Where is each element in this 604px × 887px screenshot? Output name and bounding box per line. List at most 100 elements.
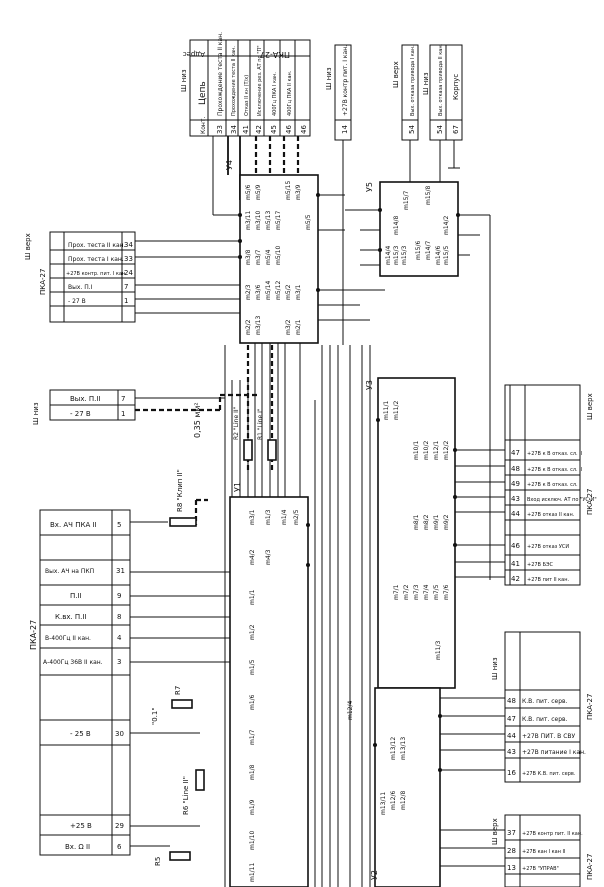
u4-pin-1: m5/6 (245, 184, 252, 200)
left-long-row-3-pin: 9 (117, 592, 121, 600)
right-mid-table: Ш низ ПКА-27 48 К.В. пит. серв. 47 К.В. … (491, 631, 594, 783)
u1-pin-4: m2/5 (293, 509, 300, 525)
u4-pin-19: m5/2 (285, 284, 292, 300)
u3-pin-3: m7/1 (393, 584, 400, 600)
u3-pin-4: m7/2 (403, 584, 410, 600)
r2-label: R2 "Line II" (233, 406, 240, 440)
left-long-row-2-pin: 31 (116, 567, 125, 575)
right-top-pka-label: ПКА-27 (586, 489, 594, 515)
left-long-row-6-pin: 3 (117, 658, 121, 666)
u4-pin-9: m5/4 (265, 249, 272, 265)
u2-pin-1: m12/6 (390, 790, 397, 810)
right-top-row-5: +27В отказ II кан. (527, 512, 575, 518)
u4-pin-15: m2/2 (245, 319, 252, 335)
tl-row-5-pin: 45 (270, 125, 278, 134)
right-mid-row-2: К.В. пит. серв. (522, 716, 568, 723)
r7-label: R7 (174, 686, 182, 695)
block-u5: У5 m15/7 m15/8 m14/8 m14/4 m15/3 m15/3 m… (365, 181, 459, 277)
u5-pin-2: m15/8 (425, 185, 432, 205)
hdr-contact: Конт. (200, 117, 207, 134)
left-long-row-4-pin: 8 (117, 613, 121, 621)
u4-pin-17: m5/15 (285, 180, 292, 200)
u4-pin-8: m3/7 (255, 249, 262, 265)
right-top-row-7: +27В БЭС (527, 562, 553, 568)
tl-row-4: Исключение рез. АТ по "П" (257, 45, 263, 116)
u5-pin-6: m15/3 (401, 245, 408, 265)
left-long-row-4: К.вх. П.II (55, 613, 87, 621)
u5-pin-4: m14/4 (385, 245, 392, 265)
contact-14-pin: 14 (341, 125, 349, 134)
left-top-row-1-pin: 34 (124, 241, 133, 249)
right-top-row-3-pin: 49 (511, 480, 520, 488)
u1-pin-13: m1/9 (249, 799, 256, 815)
r1-label: R1 "Line I" (257, 408, 264, 440)
block-u3: У3 m11/1 m11/2 m7/1 m7/2 m7/3 m7/4 m7/5 … (365, 377, 456, 689)
left-mid-row-2-pin: 1 (121, 410, 125, 418)
u1-pin-10: m1/6 (249, 694, 256, 710)
contact-54b-67-table: Вых. отказа привода II кан. 54 Корпус 67… (422, 43, 463, 169)
u3-pin-11: m9/1 (433, 514, 440, 530)
u3-pin-15: m11/3 (435, 640, 442, 660)
u3-pin-14: m10/2 (423, 440, 430, 460)
right-top-row-7-pin: 41 (511, 560, 520, 568)
left-mid-row-1-pin: 7 (121, 395, 125, 403)
left-top-row-2: Прох. теста I кан. (68, 256, 124, 263)
left-top-row-5-pin: 1 (124, 297, 128, 305)
right-top-row-1: +27В к В отказ. сл. II (527, 451, 582, 457)
hdr-address: Адрес (183, 50, 205, 58)
resistor-r2: R2 "Line II" (233, 406, 253, 461)
u3-pin-10: m8/2 (423, 514, 430, 530)
contact-54-label: Вых. отказа привода I кан. (410, 45, 416, 116)
u2-pin-3: m13/11 (380, 792, 387, 815)
r8-label: R8 "Клип II" (176, 469, 184, 512)
tl-row-1-pin: 33 (216, 125, 224, 134)
right-top-row-2-pin: 48 (511, 465, 520, 473)
resistor-r1: R1 "Line I" (257, 408, 277, 461)
tl-row-5: 400Гц ПКА I кан. (272, 72, 278, 116)
tl-row-6-pin: 46 (285, 125, 293, 134)
u4-pin-20: m3/1 (295, 284, 302, 300)
u4-pin-16: m3/13 (255, 315, 262, 335)
right-mid-sh-label: Ш низ (491, 657, 499, 680)
right-top-row-3: +27В к В отказ. сл. I (527, 482, 581, 488)
u2-label: У2 (370, 870, 379, 880)
tl-row-6b-pin: 46 (300, 125, 308, 134)
contact-54b-label: Вых. отказа привода II кан. (438, 43, 444, 116)
u4-pin-2: m5/9 (255, 184, 262, 200)
right-top-row-8-pin: 42 (511, 575, 520, 583)
left-top-row-1: Прох. теста II кан. (68, 242, 126, 249)
u5-pin-11: m15/6 (415, 240, 422, 260)
right-bot-pka-label: ПКА-27 (586, 854, 594, 880)
tl-row-3: Отказ II кн (Т/х) (244, 75, 250, 116)
u4-pin-3: m3/11 (245, 210, 252, 230)
r5-label: R5 (154, 857, 162, 866)
u2-pin-4: m13/12 (390, 737, 397, 760)
right-top-row-6-pin: 46 (511, 542, 520, 550)
left-long-row-8: +25 В (70, 822, 92, 830)
contact-67-pin: 67 (452, 125, 460, 134)
u5-pin-8: m14/6 (435, 245, 442, 265)
u3-pin-9: m8/1 (413, 514, 420, 530)
left-top-row-4: Вых. П.I (68, 284, 93, 291)
u1-pin-14: m1/10 (249, 830, 256, 850)
u1-pin-9: m1/5 (249, 659, 256, 675)
u2-group: m12/4 (347, 700, 354, 720)
left-long-pka-label: ПКА-27 (29, 620, 38, 650)
u5-label: У5 (365, 182, 374, 192)
left-long-row-3: П.II (70, 592, 82, 600)
contact-14-table: +27В контр пит. I кан. 14 Ш низ (325, 44, 352, 141)
right-mid-row-5-pin: 16 (507, 769, 516, 777)
right-mid-row-1-pin: 48 (507, 697, 516, 705)
u4-pin-18: m3/9 (295, 184, 302, 200)
tl-row-3-pin: 41 (242, 125, 250, 134)
right-bot-row-1-pin: 37 (507, 829, 516, 837)
u3-pin-2: m11/2 (393, 400, 400, 420)
cable-section-label: 0,35 мм² (193, 402, 202, 438)
left-long-row-2: Вых. АЧ на ПКП (45, 568, 94, 575)
u2-pin-2: m12/8 (400, 790, 407, 810)
left-top-row-3: +27В контр. пит. I кан. (66, 271, 127, 277)
u1-pin-12: m1/8 (249, 764, 256, 780)
contact-14-label: +27В контр пит. I кан. (342, 45, 349, 116)
u1-pin-11: m1/7 (249, 729, 256, 745)
